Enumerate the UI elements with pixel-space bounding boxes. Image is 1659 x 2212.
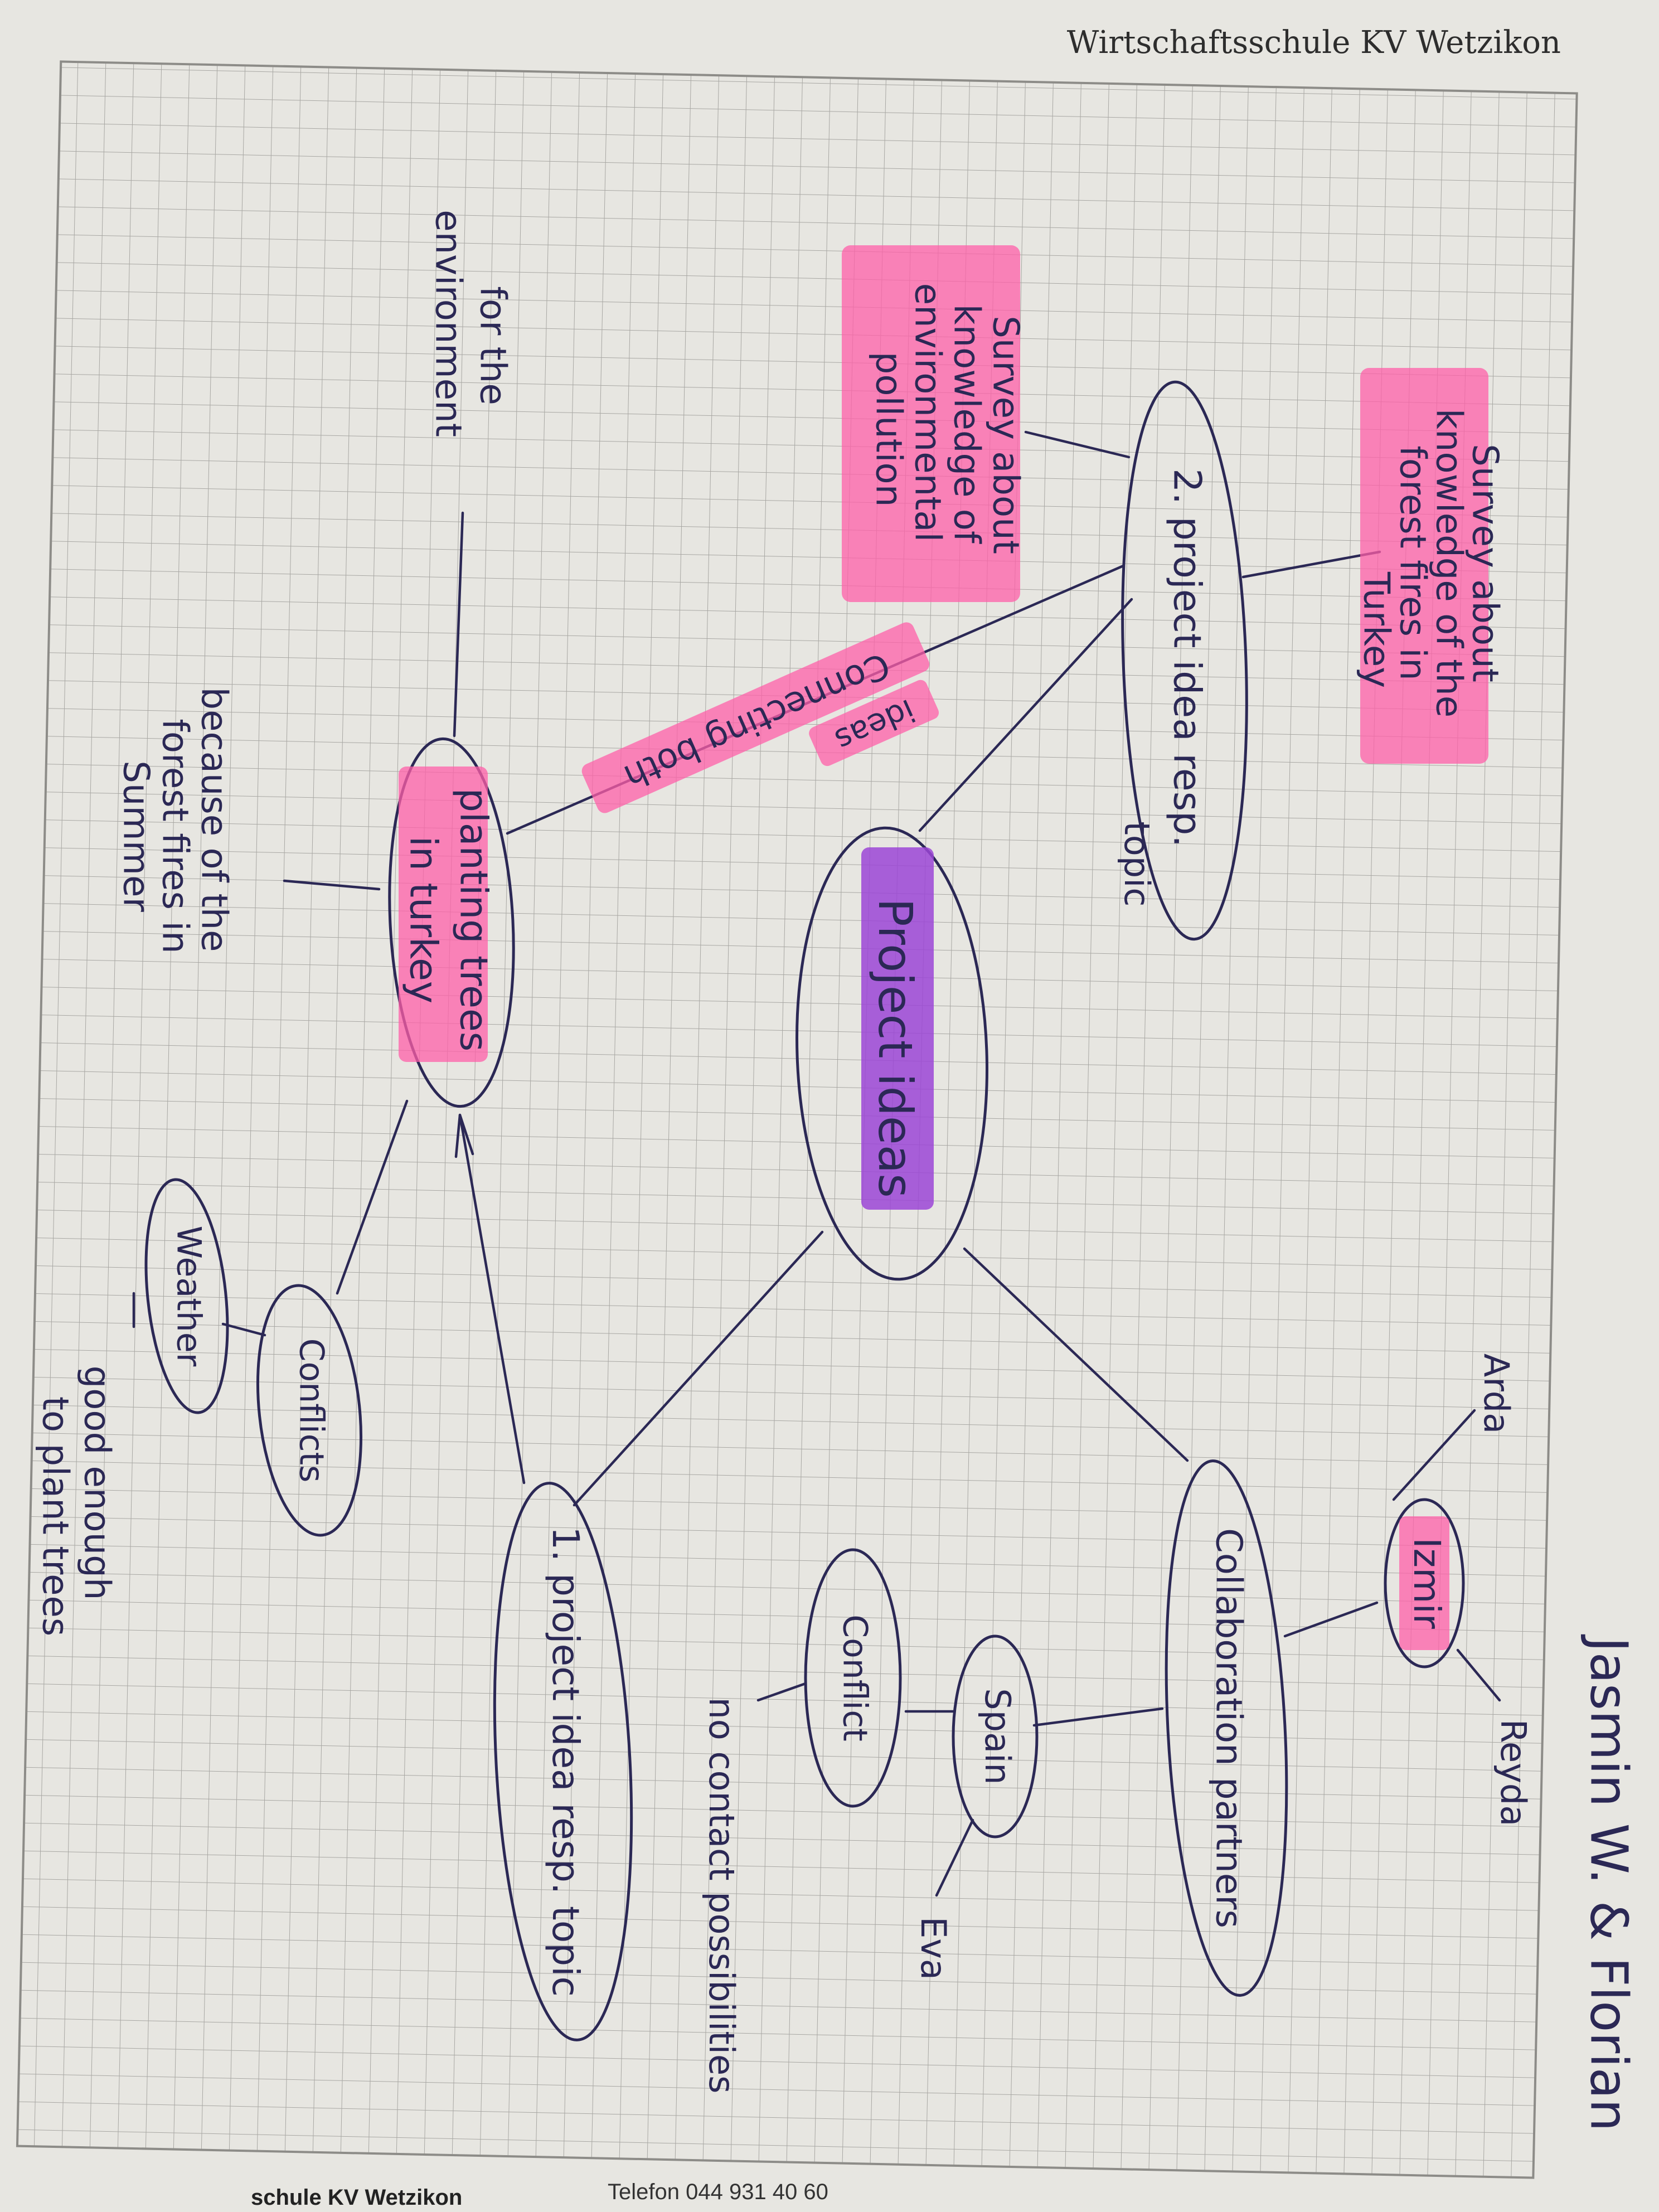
note-eva: Eva [913, 1917, 954, 1980]
grid-area [16, 60, 1578, 2179]
edge-planting-env [453, 511, 464, 738]
node-conflicts-label: Conflicts [292, 1338, 331, 1483]
node-project-1-outline [493, 1482, 633, 2041]
pink-highlight [842, 245, 1020, 602]
edge-collab-izmir [1283, 1601, 1379, 1638]
node-project-ideas[interactable]: Project ideas [789, 824, 995, 1282]
note-arda: Arda [1476, 1354, 1517, 1434]
edge-center-project1 [573, 1230, 824, 1507]
env-line-2: environment [427, 210, 468, 437]
note-no-contact: no contact possibilities [701, 1697, 742, 2094]
node-conflicts-outline [256, 1284, 363, 1537]
edge-planting-because [283, 879, 381, 891]
pink-highlight [1399, 1516, 1449, 1650]
node-izmir[interactable]: Izmir [1384, 1498, 1465, 1668]
survey-pollution-line-2: knowledge of [945, 304, 987, 544]
survey-pollution-line-3: environmental [906, 283, 948, 542]
node-izmir-label: Izmir [1405, 1537, 1448, 1629]
edge-conflict-nocontact [756, 1682, 807, 1702]
node-weather-label: Weather [169, 1226, 208, 1367]
node-weather[interactable]: Weather [135, 1176, 237, 1417]
node-collaboration[interactable]: Collaboration partners [1154, 1458, 1299, 1998]
node-project-ideas-label: Project ideas [868, 898, 923, 1198]
edge-project2-fires [1241, 550, 1381, 579]
survey-pollution-line-4: pollution [867, 352, 909, 507]
pink-highlight [399, 767, 488, 1062]
node-collaboration-label: Collaboration partners [1207, 1528, 1249, 1928]
edge-center-collab [963, 1247, 1189, 1462]
survey-fires-line-1: Survey about [1464, 444, 1505, 682]
node-izmir-outline [1384, 1498, 1465, 1668]
note-survey-pollution: Survey about knowledge of environmental … [842, 245, 1026, 602]
authors-label: Jasmin W. & Florian [1579, 1634, 1639, 2132]
edge-project2-pollution [1024, 430, 1131, 459]
node-project-2-outline [1121, 380, 1248, 941]
edge-center-project2 [918, 598, 1133, 832]
survey-pollution-line-1: Survey about [984, 316, 1026, 554]
survey-fires-line-2: knowledge of the [1428, 409, 1469, 717]
purple-highlight [861, 847, 934, 1210]
node-planting-trees[interactable]: planting trees in turkey [381, 736, 522, 1110]
school-header: Wirtschaftsschule KV Wetzikon [1067, 25, 1561, 61]
pink-highlight [809, 680, 939, 767]
node-collaboration-outline [1165, 1459, 1288, 1997]
node-spain-outline [952, 1634, 1039, 1839]
edge-conflicts-weather [221, 1322, 266, 1337]
survey-fires-line-4: Turkey [1355, 571, 1396, 688]
note-good-enough: good enough to plant trees [34, 1366, 117, 1637]
good-line-1: good enough [76, 1366, 117, 1600]
node-project-2[interactable]: 2. project idea resp. topic [1114, 380, 1256, 941]
footer-school: schule KV Wetzikon [251, 2185, 462, 2210]
note-reyda: Reyda [1493, 1719, 1534, 1826]
node-planting-line-2: in turkey [401, 836, 445, 1003]
edge-izmir-arda [1392, 1409, 1476, 1501]
node-project-1-label: 1. project idea resp. topic [544, 1526, 587, 1997]
edge-izmir-reyda [1456, 1648, 1501, 1702]
because-line-3: Summer [115, 760, 156, 912]
node-conflict[interactable]: Conflict [804, 1548, 902, 1808]
because-line-2: forest fires in [154, 719, 195, 953]
node-project-2-label: 2. project idea resp. [1165, 468, 1209, 847]
node-spain-label: Spain [977, 1688, 1018, 1784]
node-spain[interactable]: Spain [952, 1634, 1039, 1839]
env-line-1: for the [472, 286, 513, 405]
node-weather-outline [144, 1178, 229, 1414]
pink-highlight [581, 622, 930, 813]
note-for-environment: for the environment [427, 210, 513, 437]
node-planting-line-1: planting trees [451, 788, 495, 1051]
node-conflicts[interactable]: Conflicts [246, 1280, 372, 1540]
node-planting-trees-outline [388, 737, 515, 1108]
because-line-1: because of the [193, 687, 234, 952]
node-project-1[interactable]: 1. project idea resp. topic [482, 1479, 644, 2043]
node-conflict-outline [804, 1548, 902, 1808]
edge-spain-eva [935, 1818, 974, 1897]
node-project-ideas-outline [795, 826, 988, 1281]
node-conflict-label: Conflict [835, 1614, 874, 1742]
note-because: because of the forest fires in Summer [115, 687, 234, 953]
edge-planting-conflicts [336, 1099, 409, 1295]
edge-collab-spain [1032, 1707, 1164, 1727]
pink-highlight [1360, 368, 1488, 764]
note-survey-fires: Survey about knowledge of the forest fir… [1355, 368, 1505, 764]
good-line-2: to plant trees [34, 1396, 75, 1636]
arrowhead [454, 1114, 474, 1158]
edge-project1-planting [458, 1113, 526, 1485]
survey-fires-line-3: forest fires in [1391, 445, 1433, 680]
footer-phone: Telefon 044 931 40 60 [608, 2180, 828, 2204]
node-project-2-sub-label: topic [1117, 822, 1157, 907]
